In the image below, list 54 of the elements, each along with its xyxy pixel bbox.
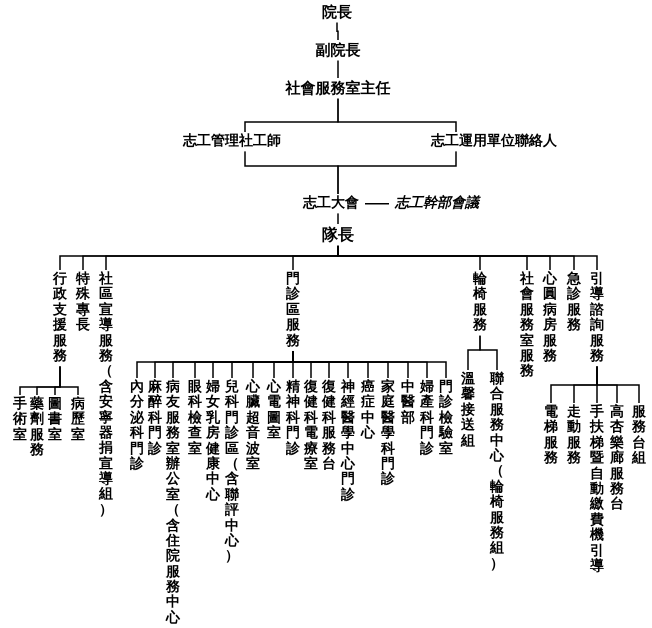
org-unit-label: 輪椅服務 (473, 272, 487, 334)
connector-line (479, 336, 498, 370)
org-unit-label: 癌症中心 (361, 380, 375, 442)
connector-line (337, 213, 339, 224)
org-unit-label: 志工運用單位聯絡人 (431, 134, 557, 150)
org-unit-label: 婦女乳房健康中心 (206, 380, 220, 504)
org-unit-label: 門診區服務 (286, 272, 300, 349)
connector-line (337, 98, 457, 132)
org-unit-label: 走動服務 (567, 405, 581, 467)
org-unit-label: 內分泌科門診 (130, 380, 144, 472)
org-unit-label: 門診檢驗室 (439, 380, 453, 457)
org-unit-label: 社區宣導服務（含安寧器捐宣導組） (99, 272, 113, 518)
org-unit-label: 病友服務室辦公室（含住院服務中心 (166, 380, 180, 626)
org-unit-label: 藥劑服務 (30, 397, 44, 459)
org-unit-label: 中醫部 (401, 380, 415, 426)
org-unit-label: 行政支援服務 (53, 272, 67, 364)
org-unit-label: 心臟超音波室 (246, 380, 260, 472)
org-unit-label: 副院長 (316, 42, 360, 58)
org-unit-label: 特殊專長 (76, 272, 90, 334)
connector-line (59, 366, 79, 395)
org-unit-label: 心電圖室 (267, 380, 281, 442)
org-unit-label: 圖書室 (48, 397, 62, 444)
org-unit-label: 眼科檢查室 (188, 380, 202, 457)
org-unit-label: 復健科服務台 (322, 380, 336, 472)
org-unit-label: 急診服務 (567, 272, 581, 334)
org-unit-label: 服務台組 (632, 405, 646, 467)
org-unit-label: 復健科電療室 (304, 380, 318, 472)
org-unit-label: 志工管理社工師 (183, 134, 281, 150)
org-unit-label: 電梯服務 (544, 405, 558, 467)
org-unit-label: 婦產科門診 (420, 380, 434, 457)
connector-line (337, 60, 339, 78)
org-unit-label: 社會服務室服務 (520, 272, 534, 380)
org-unit-label: 心圓病房服務 (543, 272, 557, 364)
org-unit-label: 神經醫學中心門診 (341, 380, 355, 504)
org-unit-label: 病歷室 (71, 397, 85, 444)
connector-line (365, 202, 389, 204)
org-unit-label: 溫馨接送組 (461, 372, 475, 449)
org-unit-label: 隊長 (322, 226, 354, 244)
org-unit-label: 院長 (322, 4, 352, 20)
org-unit-label: 引導諮詢服務 (590, 272, 604, 364)
org-unit-label: 社會服務室主任 (286, 80, 390, 96)
org-unit-label: 精神科門診 (286, 380, 300, 457)
org-unit-label: 手扶梯暨自動繳費機引導 (590, 405, 604, 574)
org-unit-label: 志工大會 (303, 196, 359, 212)
org-unit-label: 手術室 (13, 397, 27, 444)
org-unit-label: 兒科門診區（含聯評中心） (225, 380, 239, 565)
org-unit-label: 家庭醫學科門診 (381, 380, 395, 488)
org-unit-label: 麻醉科門診 (148, 380, 162, 457)
connector-line (336, 22, 339, 40)
org-unit-label: 聯合服務中心（輪椅服務組） (490, 372, 504, 572)
org-unit-label: 高杏樂廊服務台 (610, 405, 624, 513)
org-unit-label: 志工幹部會議 (395, 196, 479, 212)
connector-line (596, 366, 640, 403)
connector-line (337, 151, 457, 194)
